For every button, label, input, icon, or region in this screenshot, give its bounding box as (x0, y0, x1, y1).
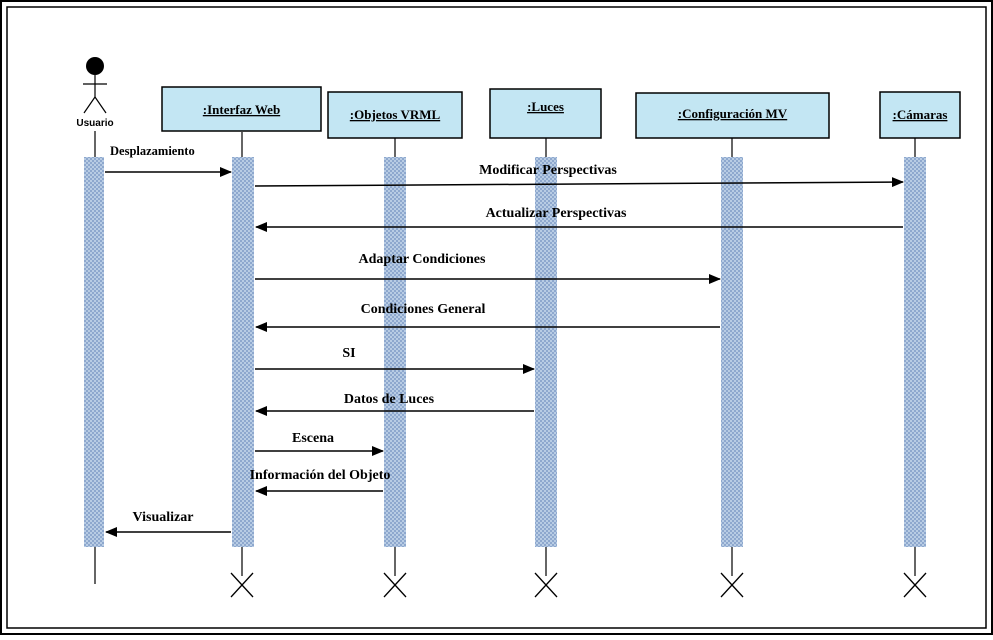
activation-usuario (84, 157, 104, 547)
actor-label: Usuario (76, 118, 113, 129)
destroy-configuracion-mv-icon (720, 572, 744, 598)
message-adaptar-condiciones: Adaptar Condiciones (255, 252, 721, 284)
activation-camaras (904, 157, 926, 547)
message-datos-de-luces: Datos de Luces (255, 392, 534, 416)
object-box (327, 91, 463, 139)
message-modificar-perspectivas: Modificar Perspectivas (254, 163, 904, 188)
message-label: Adaptar Condiciones (359, 252, 486, 267)
activation-interfaz-web (232, 157, 254, 547)
destruction-marks (230, 572, 927, 598)
object-label: :Objetos VRML (350, 107, 441, 122)
message-actualizar-perspectivas: Actualizar Perspectivas (255, 206, 903, 232)
activation-luces (535, 157, 557, 547)
object-objetos-vrml: :Objetos VRML (327, 91, 463, 139)
message-escena: Escena (255, 431, 384, 456)
destroy-camaras-icon (903, 572, 927, 598)
message-label: Desplazamiento (110, 144, 195, 158)
actor-usuario: Usuario (76, 57, 114, 129)
message-label: Modificar Perspectivas (479, 163, 617, 178)
message-label: Escena (292, 431, 334, 446)
destroy-objetos-vrml-icon (383, 572, 407, 598)
message-informacion-del-objeto: Información del Objeto (250, 468, 391, 496)
message-condiciones-general: Condiciones General (255, 302, 720, 332)
message-arrow (254, 177, 904, 188)
inner-border (6, 6, 987, 629)
message-label: Visualizar (133, 510, 194, 525)
actor-head (86, 57, 104, 75)
actor-right-leg (94, 96, 107, 114)
object-box (161, 86, 322, 132)
object-box (879, 91, 961, 139)
message-label: Datos de Luces (344, 392, 435, 407)
object-luces: :Luces (489, 88, 602, 139)
activation-configuracion-mv (721, 157, 743, 547)
message-desplazamiento: Desplazamiento (105, 144, 232, 177)
destroy-interfaz-web-icon (230, 572, 254, 598)
message-si: SI (255, 346, 535, 374)
object-camaras: :Cámaras (879, 91, 961, 139)
lifelines (94, 131, 916, 584)
message-label: SI (342, 346, 355, 361)
message-label: Actualizar Perspectivas (486, 206, 627, 221)
object-label: :Cámaras (893, 107, 948, 122)
object-label: :Interfaz Web (203, 102, 280, 117)
object-box (635, 92, 830, 139)
message-visualizar: Visualizar (105, 510, 231, 537)
message-label: Condiciones General (361, 302, 486, 317)
activation-objetos-vrml (384, 157, 406, 547)
activation-bars (84, 157, 926, 547)
messages: Desplazamiento Modificar Perspectivas Ac… (105, 144, 904, 537)
actor-left-leg (83, 96, 96, 114)
message-label: Información del Objeto (250, 468, 391, 483)
object-label: :Configuración MV (678, 106, 788, 121)
destroy-luces-icon (534, 572, 558, 598)
object-interfaz-web: :Interfaz Web (161, 86, 322, 132)
object-configuracion-mv: :Configuración MV (635, 92, 830, 139)
object-box (489, 88, 602, 139)
object-label: :Luces (527, 99, 564, 114)
object-boxes: :Interfaz Web :Objetos VRML :Luces :Conf… (161, 86, 961, 139)
